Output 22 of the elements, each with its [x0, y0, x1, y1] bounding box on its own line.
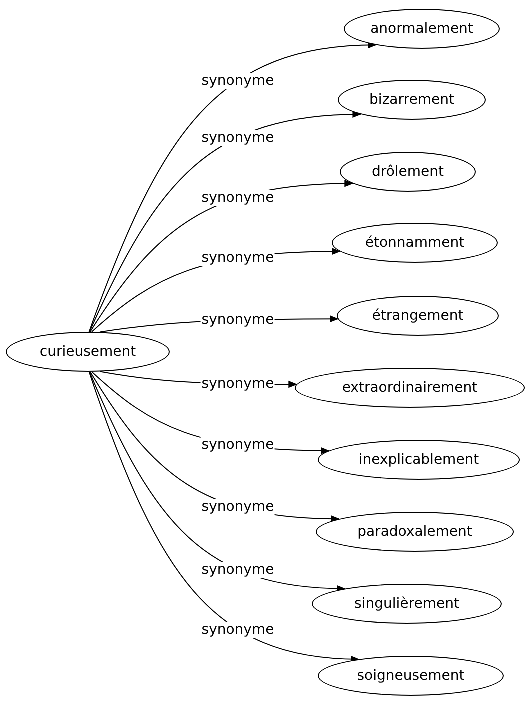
edge-label: synonyme: [200, 437, 276, 454]
edge-label: synonyme: [200, 622, 276, 638]
word-ellipse: extraordinairement: [295, 368, 525, 408]
arrow: [88, 42, 377, 332]
edge-label: synonyme: [200, 130, 276, 146]
arrow: [89, 111, 362, 332]
arrow: [89, 372, 346, 592]
edge-label: synonyme: [200, 72, 276, 89]
word-ellipse: inexplicablement: [318, 440, 520, 480]
word-ellipse: étrangement: [337, 296, 499, 336]
edge-label: synonyme: [200, 562, 276, 578]
edge-label: synonyme: [200, 190, 276, 206]
word-ellipse: singulièrement: [312, 584, 502, 624]
arrow: [88, 372, 360, 663]
word-ellipse: bizarrement: [338, 80, 486, 120]
word-ellipse: drôlement: [340, 152, 476, 192]
word-ellipse: paradoxalement: [316, 512, 514, 552]
edge-label: synonyme: [200, 499, 276, 516]
word-ellipse: soigneusement: [318, 656, 504, 696]
word-ellipse: étonnamment: [332, 223, 498, 263]
word-ellipse: curieusement: [6, 332, 170, 372]
word-ellipse: anormalement: [344, 9, 500, 49]
